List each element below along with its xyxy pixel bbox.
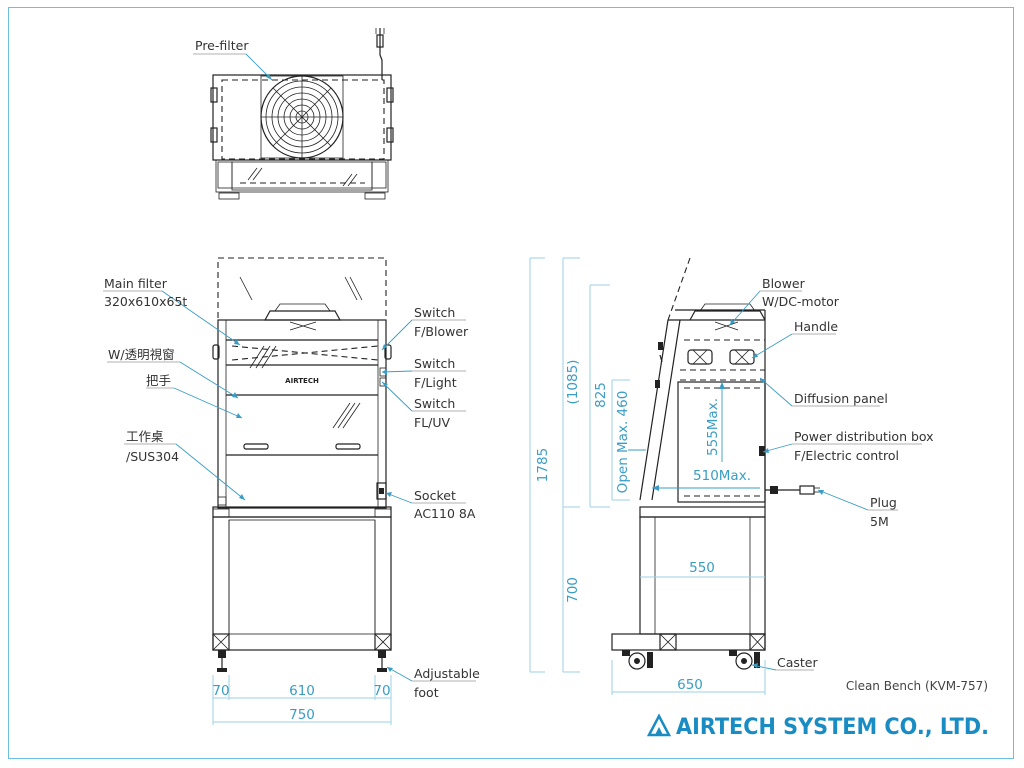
label-socket: Socket [414, 488, 456, 503]
label-foot: Adjustable [414, 666, 480, 681]
label-switch-uv: Switch [414, 396, 455, 411]
label-switch-blower: Switch [414, 305, 455, 320]
label-blower: Blower [762, 276, 806, 291]
label-switch-blower-2: F/Blower [414, 324, 469, 339]
label-window: W/透明視窗 [108, 347, 175, 362]
label-main-filter: Main filter [104, 276, 168, 291]
label-desk-material: /SUS304 [126, 449, 179, 464]
drawing-frame [8, 7, 1014, 759]
company-name: AIRTECH SYSTEM CO., LTD. [676, 715, 989, 740]
label-handle: Handle [794, 319, 838, 334]
top-view [193, 28, 394, 200]
dim-open-max: Open Max. 460 [615, 391, 631, 494]
label-switch-uv-2: FL/UV [414, 415, 451, 430]
dim-height-total: 1785 [535, 448, 551, 482]
company-logo-icon [646, 713, 672, 737]
dim-inner-depth: 510Max. [693, 468, 751, 484]
dim-height-cabinet: 825 [593, 382, 609, 408]
label-electric-control: F/Electric control [794, 448, 899, 463]
label-plug: Plug [870, 495, 897, 510]
label-main-filter-size: 320x610x65t [104, 294, 187, 309]
prefilter-fan [260, 75, 344, 159]
label-diffusion: Diffusion panel [794, 391, 888, 406]
dim-base-depth: 550 [689, 560, 715, 576]
dim-height-base: 700 [565, 577, 581, 603]
product-title: Clean Bench (KVM-757) [846, 679, 988, 693]
dim-front-total: 750 [289, 707, 315, 723]
dim-front-left: 70 [212, 683, 229, 699]
dim-front-right: 70 [373, 683, 390, 699]
label-blower-motor: W/DC-motor [762, 294, 840, 309]
label-plug-length: 5M [870, 514, 889, 529]
label-desk: 工作桌 [126, 429, 164, 444]
dim-inner-height: 555Max. [705, 398, 721, 456]
label-switch-light-2: F/Light [414, 375, 457, 390]
label-handle-cn: 把手 [146, 373, 171, 388]
label-socket-spec: AC110 8A [414, 506, 476, 521]
label-power-box: Power distribution box [794, 429, 934, 444]
dim-height-upper: (1085) [565, 360, 581, 405]
label-foot-2: foot [414, 685, 439, 700]
label-caster: Caster [777, 655, 818, 670]
side-view [529, 257, 922, 695]
front-view: AIRTECH [103, 257, 476, 725]
label-switch-light: Switch [414, 356, 455, 371]
dim-front-mid: 610 [289, 683, 315, 699]
label-prefilter: Pre-filter [195, 38, 249, 53]
dim-caster-depth: 650 [677, 677, 703, 693]
front-logo-text: AIRTECH [285, 377, 319, 385]
